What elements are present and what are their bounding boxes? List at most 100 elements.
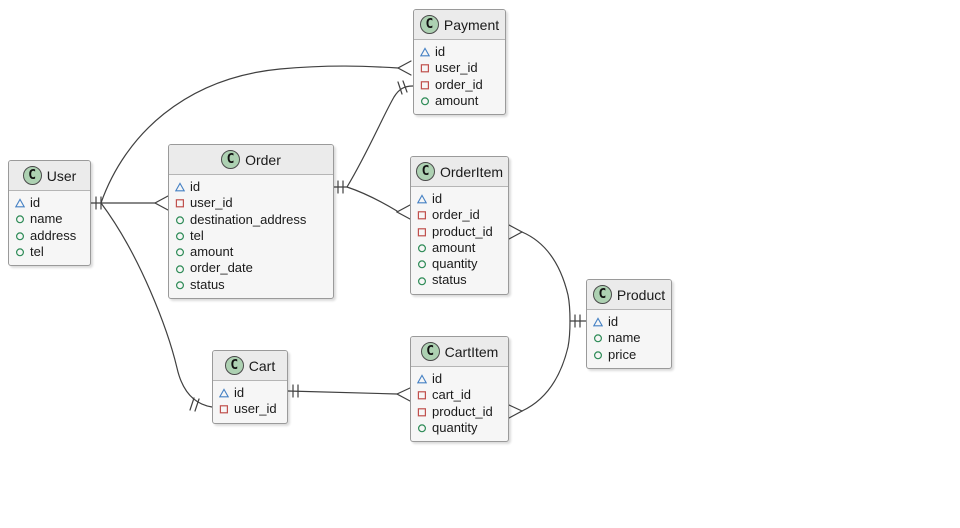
attribute-icon [593, 333, 603, 343]
field-row: amount [417, 240, 502, 256]
field-row: order_id [417, 207, 502, 223]
attribute-icon [417, 259, 427, 269]
connector-line [287, 390, 398, 395]
field-row: order_date [175, 260, 327, 276]
foreign-key-icon [417, 227, 427, 237]
class-circle-icon: C [420, 342, 440, 361]
entity-title: Product [616, 286, 666, 303]
field-label: id [432, 371, 443, 386]
class-circle-icon: C [419, 15, 439, 34]
field-label: id [234, 385, 245, 400]
field-row: destination_address [175, 212, 327, 228]
entity-title: OrderItem [440, 163, 504, 180]
field-row: id [417, 191, 502, 207]
class-circle-icon: C [592, 285, 612, 304]
entity-title: Cart [248, 357, 276, 374]
field-label: id [608, 314, 619, 329]
field-row: order_id [420, 77, 499, 93]
field-row: price [593, 347, 665, 363]
field-label: user_id [190, 195, 233, 211]
field-label: tel [190, 227, 204, 243]
field-row: tel [175, 228, 327, 244]
field-row: name [15, 211, 84, 227]
attribute-icon [15, 214, 25, 224]
primary-key-icon [417, 194, 427, 204]
class-circle-icon: C [224, 356, 244, 375]
connector-line [333, 85, 414, 188]
foreign-key-icon [417, 210, 427, 220]
connector-order-payment [333, 80, 414, 194]
field-label: amount [190, 244, 234, 260]
field-row: amount [175, 244, 327, 260]
field-row: quantity [417, 420, 502, 436]
attribute-icon [175, 247, 185, 257]
field-row: name [593, 330, 665, 346]
field-label: order_id [435, 76, 483, 92]
connector-cartitem-product [508, 320, 571, 419]
field-label: name [608, 330, 641, 346]
attribute-icon [417, 423, 427, 433]
field-row: id [420, 44, 499, 60]
field-label: cart_id [432, 387, 472, 403]
attribute-icon [417, 276, 427, 286]
entity-title: CartItem [444, 343, 499, 360]
foreign-key-icon [417, 407, 427, 417]
attribute-icon [175, 280, 185, 290]
class-circle-icon: C [416, 162, 435, 181]
primary-key-icon [15, 198, 25, 208]
field-row: amount [420, 93, 499, 109]
primary-key-icon [417, 374, 427, 384]
field-row: status [417, 272, 502, 288]
field-label: amount [435, 92, 479, 108]
field-label: user_id [234, 401, 277, 417]
foreign-key-icon [219, 404, 229, 414]
primary-key-icon [175, 182, 185, 192]
connector-cart-cartitem [287, 384, 411, 402]
entity-header: C OrderItem [411, 157, 508, 187]
primary-key-icon [593, 317, 603, 327]
field-label: status [432, 272, 467, 288]
field-row: tel [15, 244, 84, 260]
cardinality-one-cart-side [292, 384, 299, 398]
field-row: user_id [175, 195, 327, 211]
entity-title: User [46, 167, 77, 184]
foreign-key-icon [420, 80, 430, 90]
field-label: product_id [432, 223, 493, 239]
cardinality-one-payment [397, 80, 408, 95]
field-label: destination_address [190, 211, 307, 227]
field-row: id [175, 179, 327, 195]
connector-user-cart [100, 202, 213, 412]
field-row: user_id [219, 401, 281, 417]
field-label: order_id [432, 207, 480, 223]
field-row: quantity [417, 256, 502, 272]
crow-foot-many-cartitem [508, 404, 524, 419]
cardinality-one-cart [189, 397, 200, 412]
primary-key-icon [219, 388, 229, 398]
connector-orderitem-product [508, 224, 571, 322]
field-row: id [417, 371, 502, 387]
class-circle-icon: C [221, 150, 241, 169]
field-label: id [190, 179, 201, 194]
crow-foot-many-order [153, 195, 169, 211]
attribute-icon [15, 231, 25, 241]
field-row: product_id [417, 404, 502, 420]
foreign-key-icon [420, 63, 430, 73]
field-label: address [30, 227, 77, 243]
field-label: quantity [432, 419, 478, 435]
field-row: status [175, 277, 327, 293]
